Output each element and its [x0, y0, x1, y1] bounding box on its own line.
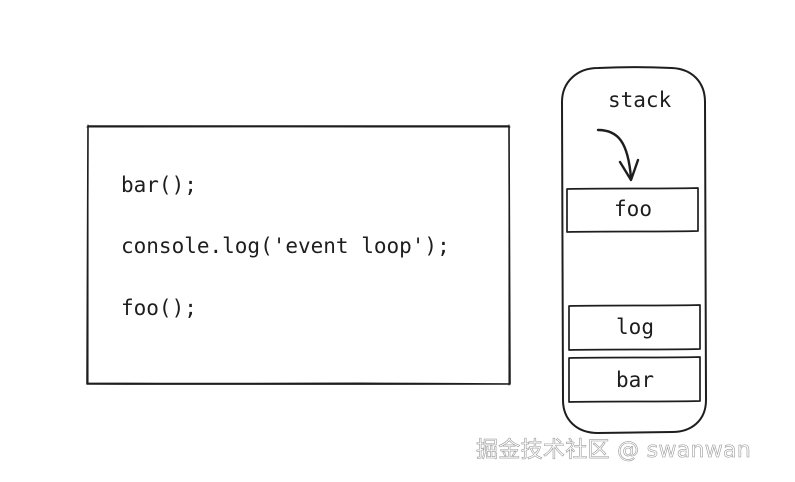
- frame-box-bar: [568, 356, 701, 403]
- code-line-console-log: console.log('event loop');: [121, 234, 450, 258]
- stack-frame-boxes: [566, 187, 701, 403]
- frame-box-log: [568, 304, 701, 351]
- stack-frame-foo-label: foo: [614, 197, 652, 221]
- code-line-foo-call: foo();: [121, 296, 197, 320]
- code-line-bar-call: bar();: [121, 173, 197, 197]
- stack-title: stack: [608, 88, 672, 112]
- stack-frame-bar-label: bar: [616, 368, 654, 392]
- code-box: [86, 124, 511, 386]
- top-arrow: [596, 128, 640, 182]
- stack-frame-log-label: log: [616, 315, 654, 339]
- stack-container: [561, 66, 707, 434]
- frame-box-foo: [566, 187, 699, 233]
- watermark: 掘金技术社区 @ swanwan: [476, 438, 752, 464]
